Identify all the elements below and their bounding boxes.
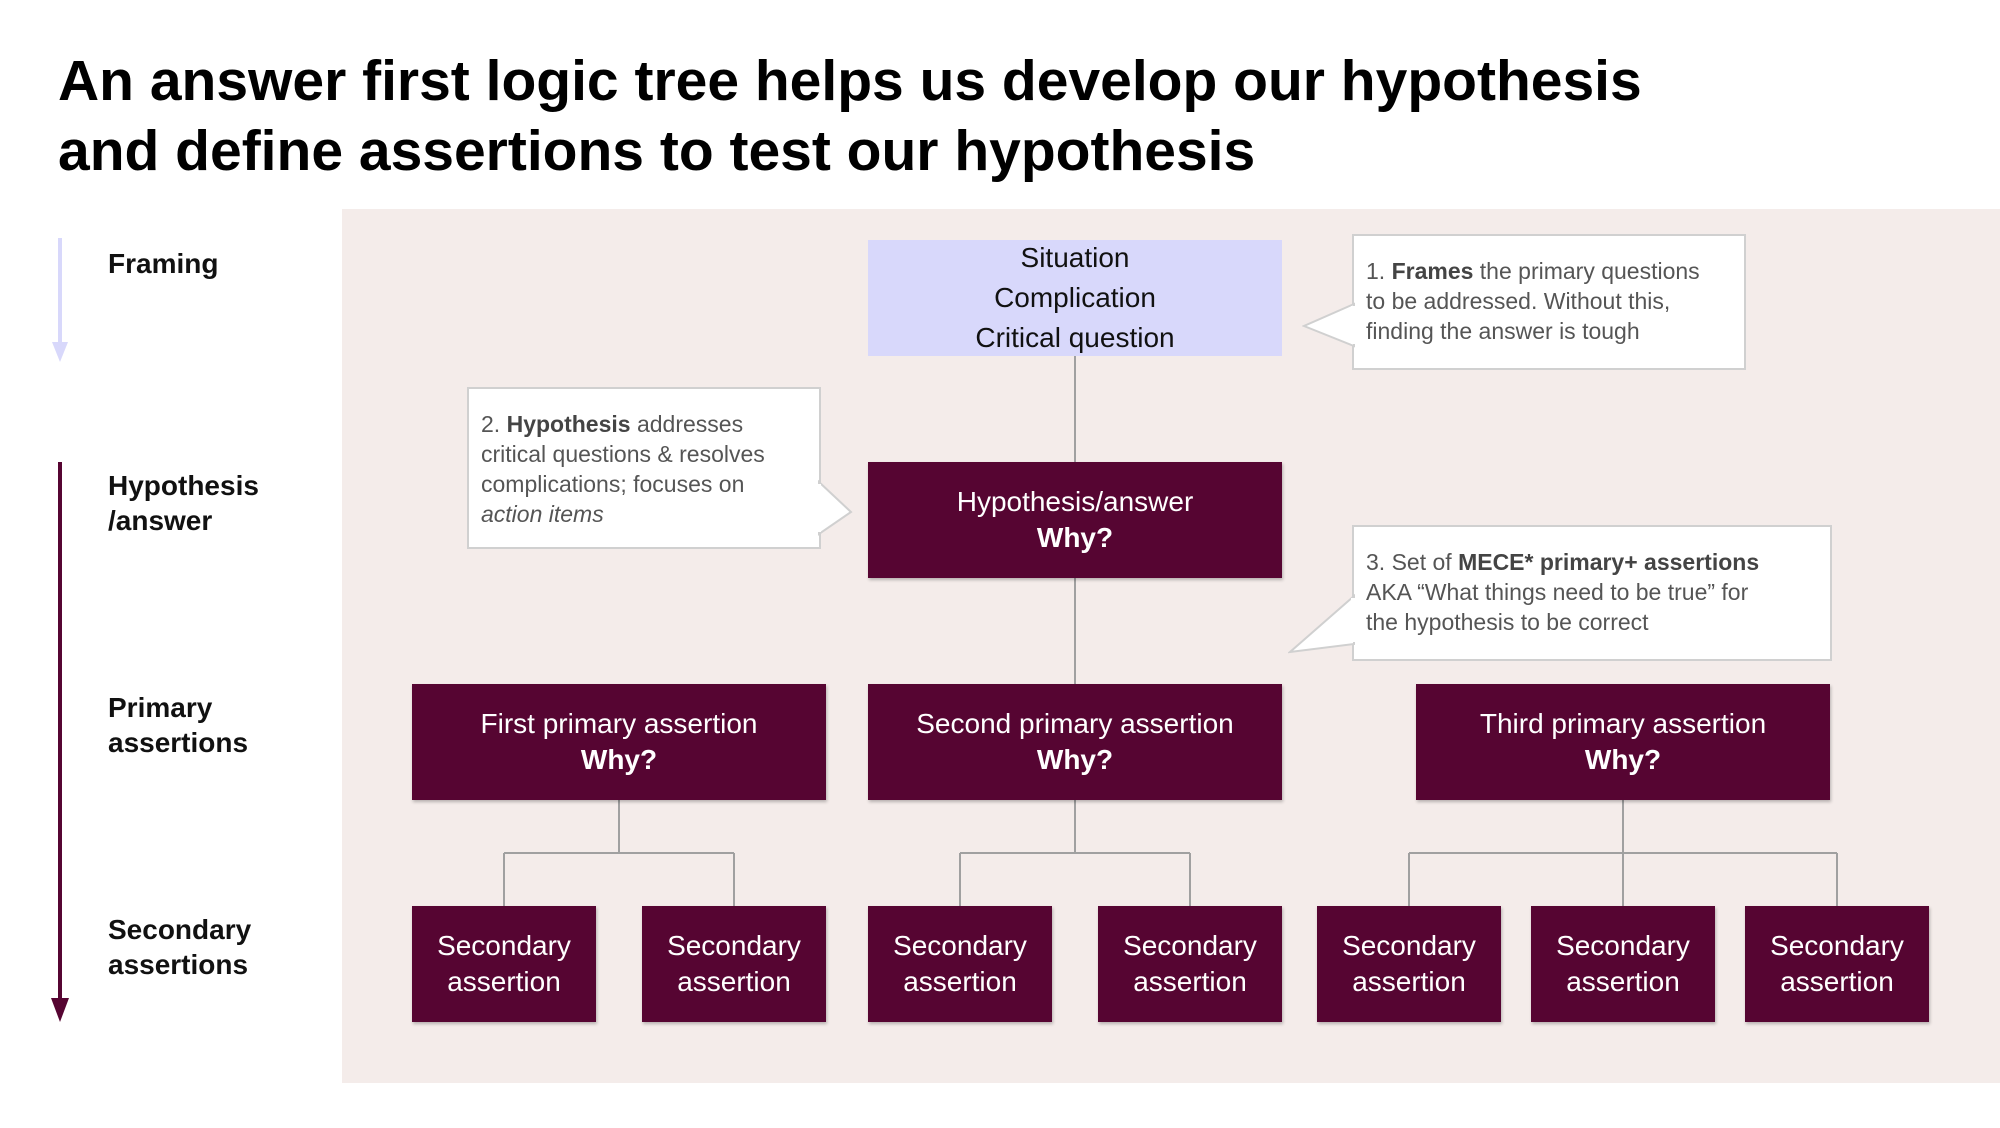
row-label-hypothesis: Hypothesis /answer xyxy=(108,470,259,536)
framing-box: Situation Complication Critical question xyxy=(868,240,1282,356)
primary-assertion-box-3: Third primary assertion Why? xyxy=(1416,684,1830,800)
primary-assertion-box-1: First primary assertion Why? xyxy=(412,684,826,800)
title-line-1: An answer first logic tree helps us deve… xyxy=(58,49,1642,113)
row-label-primary: Primary assertions xyxy=(108,692,249,758)
callout-primary-assertions: 3. Set of MECE* primary+ assertions AKA … xyxy=(1352,525,1832,661)
flow-arrow-icon xyxy=(51,462,69,1022)
title-line-2: and define assertions to test our hypoth… xyxy=(58,119,1256,183)
callout-framing: 1. Frames the primary questions to be ad… xyxy=(1352,234,1746,370)
row-label-secondary: Secondary assertions xyxy=(108,914,252,980)
hypothesis-box: Hypothesis/answer Why? xyxy=(868,462,1282,578)
callout-framing-pointer xyxy=(1302,302,1356,348)
page-title: An answer first logic tree helps us deve… xyxy=(58,46,1938,186)
callout-hypothesis: 2. Hypothesis addresses critical questio… xyxy=(467,387,821,549)
primary-assertion-box-2: Second primary assertion Why? xyxy=(868,684,1282,800)
callout-primary-assertions-pointer xyxy=(1288,593,1356,654)
callout-hypothesis-pointer xyxy=(817,479,853,536)
framing-arrow-icon xyxy=(52,238,68,362)
row-label-framing: Framing xyxy=(108,248,219,279)
